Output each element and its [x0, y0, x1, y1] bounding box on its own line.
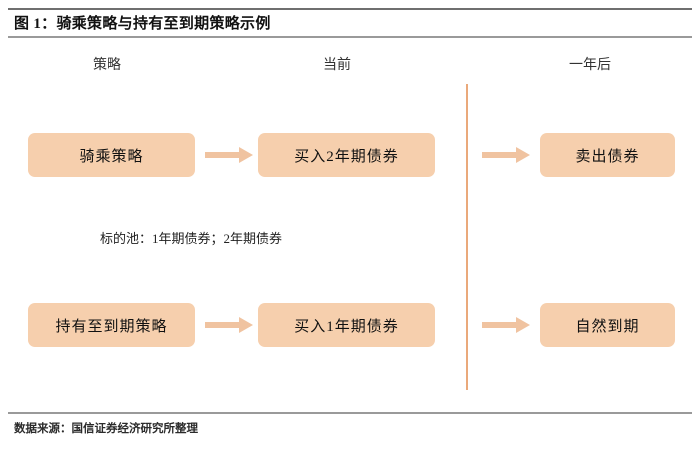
- top-rule: [8, 8, 692, 10]
- column-header-now: 当前: [323, 58, 351, 73]
- node-strategy-riding: 骑乘策略: [28, 133, 195, 177]
- node-buy-2y-bond: 买入2年期债券: [258, 133, 435, 177]
- column-header-after-one-year: 一年后: [569, 58, 611, 73]
- arrow-right-icon: [205, 144, 253, 166]
- bottom-rule: [8, 412, 692, 414]
- timeline-divider: [466, 84, 468, 390]
- arrow-right-icon: [205, 314, 253, 336]
- node-strategy-hold-to-maturity: 持有至到期策略: [28, 303, 195, 347]
- figure-title: 图 1：骑乘策略与持有至到期策略示例: [14, 16, 271, 32]
- title-underline-rule: [8, 36, 692, 38]
- figure-source: 数据来源：国信证券经济研究所整理: [14, 423, 198, 435]
- node-natural-maturity: 自然到期: [540, 303, 675, 347]
- node-sell-bond: 卖出债券: [540, 133, 675, 177]
- node-buy-1y-bond: 买入1年期债券: [258, 303, 435, 347]
- arrow-right-icon: [482, 314, 530, 336]
- column-header-strategy: 策略: [93, 58, 121, 73]
- arrow-right-icon: [482, 144, 530, 166]
- pool-note: 标的池：1年期债券；2年期债券: [100, 231, 283, 246]
